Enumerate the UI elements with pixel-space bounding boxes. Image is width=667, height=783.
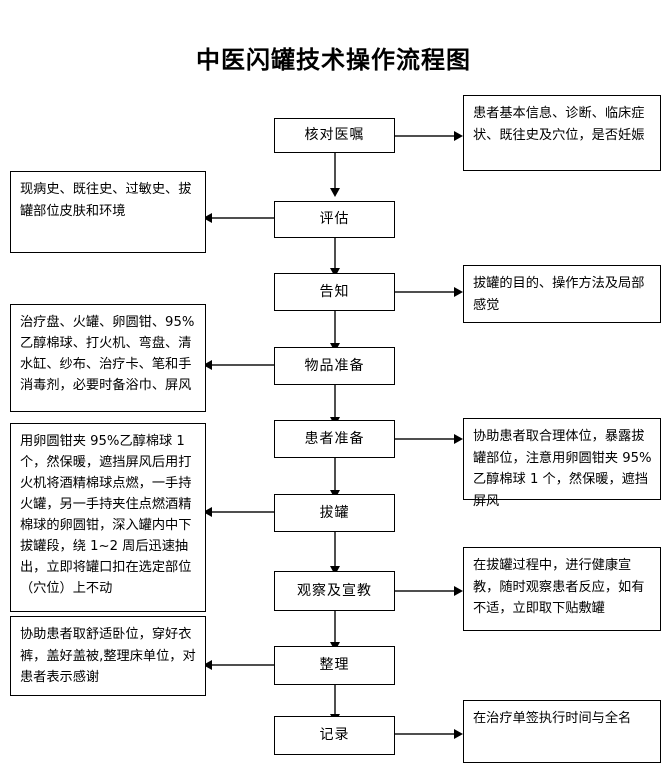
connector-verify-to-note [395,135,455,137]
note-patient-prep: 协助患者取合理体位，暴露拔罐部位，注意用卵圆钳夹 95%乙醇棉球 1 个，然保暖… [463,418,661,509]
node-cupping[interactable]: 拔罐 [274,494,395,532]
node-tidy-up-label: 整理 [319,657,350,673]
connector-assess-to-inform [334,237,336,271]
node-record-label: 记录 [319,727,350,743]
node-tidy-up[interactable]: 整理 [274,646,395,685]
arrowhead-supplies-note [203,360,212,370]
connector-cupping-to-note [212,511,274,513]
connector-inform-to-note [395,291,455,293]
node-cupping-label: 拔罐 [319,504,350,521]
connector-record-to-note [395,733,455,735]
connector-observe-to-note [395,590,455,592]
arrowhead-inform-note [454,287,463,297]
connector-tidy-to-record [334,684,336,717]
node-observe-educate[interactable]: 观察及宣教 [274,571,395,611]
arrowhead-observe-note [454,586,463,596]
note-tidy-up: 协助患者取舒适卧位，穿好衣裤，盖好盖被,整理床单位，对患者表示感谢 [10,616,206,696]
connector-inform-to-supplies [334,310,336,346]
arrowhead-assess-note [203,213,212,223]
connector-patient-to-cupping [334,457,336,493]
arrowhead-record-note [454,729,463,739]
node-record[interactable]: 记录 [274,716,395,755]
page-title: 中医闪罐技术操作流程图 [196,45,471,74]
node-assess-label: 评估 [319,211,350,227]
node-verify-order[interactable]: 核对医嘱 [274,118,395,153]
arrowhead-patient-note [454,434,463,444]
note-inform: 拔罐的目的、操作方法及局部感觉 [463,265,661,323]
connector-supplies-to-patient [334,384,336,420]
node-observe-educate-label: 观察及宣教 [297,582,372,599]
arrowhead-assess [330,188,340,197]
arrowhead-verify-note [454,131,463,141]
connector-cupping-to-observe [334,531,336,570]
arrowhead-cupping-note [203,507,212,517]
connector-observe-to-tidy [334,610,336,645]
arrowhead-observe [330,566,340,575]
arrowhead-tidy-note [203,660,212,670]
connector-verify-to-assess [334,152,336,188]
connector-patient-to-note [395,438,455,440]
connector-assess-to-note [212,217,274,219]
connector-tidy-to-note [212,664,274,666]
node-verify-order-label: 核对医嘱 [304,127,365,143]
node-assess[interactable]: 评估 [274,201,395,238]
note-supplies-prep: 治疗盘、火罐、卵圆钳、95%乙醇棉球、打火机、弯盘、清水缸、纱布、治疗卡、笔和手… [10,304,206,412]
note-cupping: 用卵圆钳夹 95%乙醇棉球 1 个，然保暖，遮挡屏风后用打火机将酒精棉球点燃，一… [10,423,206,612]
node-inform[interactable]: 告知 [274,273,395,311]
connector-supplies-to-note [212,364,274,366]
node-supplies-prep-label: 物品准备 [304,357,365,374]
arrowhead-inform [330,268,340,277]
node-inform-label: 告知 [319,283,350,300]
note-record: 在治疗单签执行时间与全名 [463,700,661,763]
note-assess: 现病史、既往史、过敏史、拔罐部位皮肤和环境 [10,171,206,253]
node-supplies-prep[interactable]: 物品准备 [274,347,395,385]
note-observe-educate: 在拔罐过程中，进行健康宣教，随时观察患者反应，如有不适，立即取下贴敷罐 [463,547,661,631]
node-patient-prep[interactable]: 患者准备 [274,420,395,458]
note-verify-order: 患者基本信息、诊断、临床症状、既往史及穴位，是否妊娠 [463,95,661,171]
node-patient-prep-label: 患者准备 [304,430,365,447]
